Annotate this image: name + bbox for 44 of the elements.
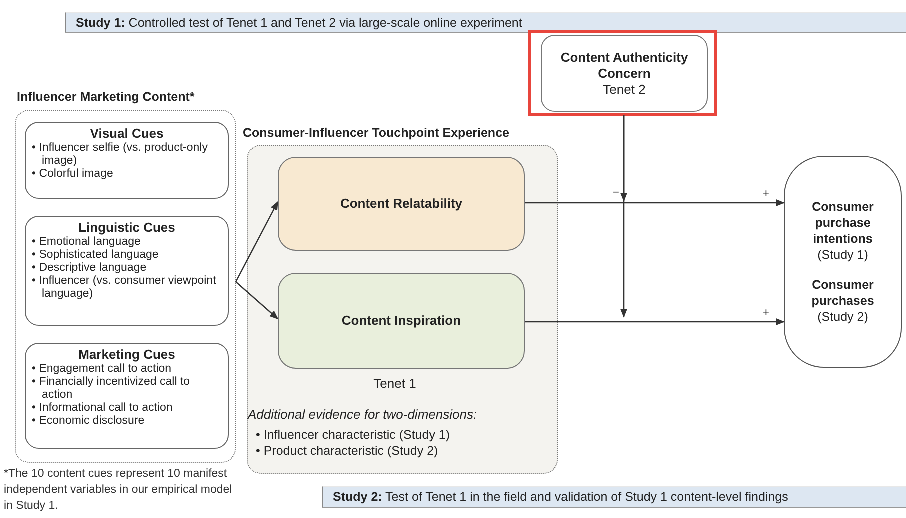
tenet-label: Tenet 2 (603, 82, 646, 97)
bullet-item: • Economic disclosure (32, 415, 146, 428)
evidence-heading: Additional evidence for two-dimensions: (248, 407, 478, 422)
arrow (235, 201, 279, 282)
moderator-box (541, 35, 708, 112)
bullet-item: • Sophisticated language (32, 249, 160, 262)
bullet-item: • Emotional language (32, 236, 142, 249)
banner-text: Study 2: Test of Tenet 1 in the field and validation of Study 1 content-level findings (333, 490, 790, 504)
construct-name: Content Inspiration (342, 313, 462, 329)
bullet-item: • Influencer selfie (vs. product-only image) (32, 142, 209, 168)
bullet-item: • Colorful image (32, 168, 114, 181)
construct-name: Content Relatability (340, 196, 463, 212)
construct-box (278, 157, 525, 251)
outcome-name: Consumer purchase intentions (811, 199, 875, 247)
arrow (620, 115, 628, 318)
arrow (525, 199, 785, 207)
study-banner (65, 12, 906, 33)
footnote: *The 10 content cues represent 10 manifest independent variables in our empirical model in Study 1. (4, 467, 234, 514)
study-note: (Study 1) (818, 247, 868, 263)
cue-box (25, 122, 229, 199)
arrow (525, 318, 785, 326)
construct-name: Content Authenticity Concern (560, 50, 690, 82)
cue-heading: Linguistic Cues (78, 220, 176, 236)
tenet-label: Tenet 1 (372, 376, 418, 391)
cue-box (25, 343, 229, 449)
banner-text: Study 1: Controlled test of Tenet 1 and Tenet 2 via large-scale online experiment (76, 16, 524, 30)
bullet-item: • Engagement call to action (32, 363, 173, 376)
cue-box (25, 216, 229, 326)
study-note: (Study 2) (818, 309, 868, 325)
group-heading: Consumer-Influencer Touchpoint Experience (243, 126, 510, 140)
cue-heading: Visual Cues (89, 126, 165, 142)
study-banner (322, 486, 906, 508)
bullet-item: • Influencer (vs. consumer viewpoint language) (32, 275, 218, 301)
bullet-item: • Financially incentivized call to action (32, 376, 192, 402)
cue-heading: Marketing Cues (78, 347, 176, 363)
group-heading: Influencer Marketing Content* (17, 90, 195, 104)
bullet-item: • Influencer characteristic (Study 1) (256, 427, 452, 443)
outcome-box (784, 156, 902, 368)
bullet-item: • Informational call to action (32, 402, 174, 415)
bullet-item: • Product characteristic (Study 2) (256, 443, 440, 459)
arrow (236, 282, 279, 320)
construct-box (278, 273, 525, 369)
bullet-item: • Descriptive language (32, 262, 148, 275)
outcome-name: Consumer purchases (810, 277, 876, 309)
